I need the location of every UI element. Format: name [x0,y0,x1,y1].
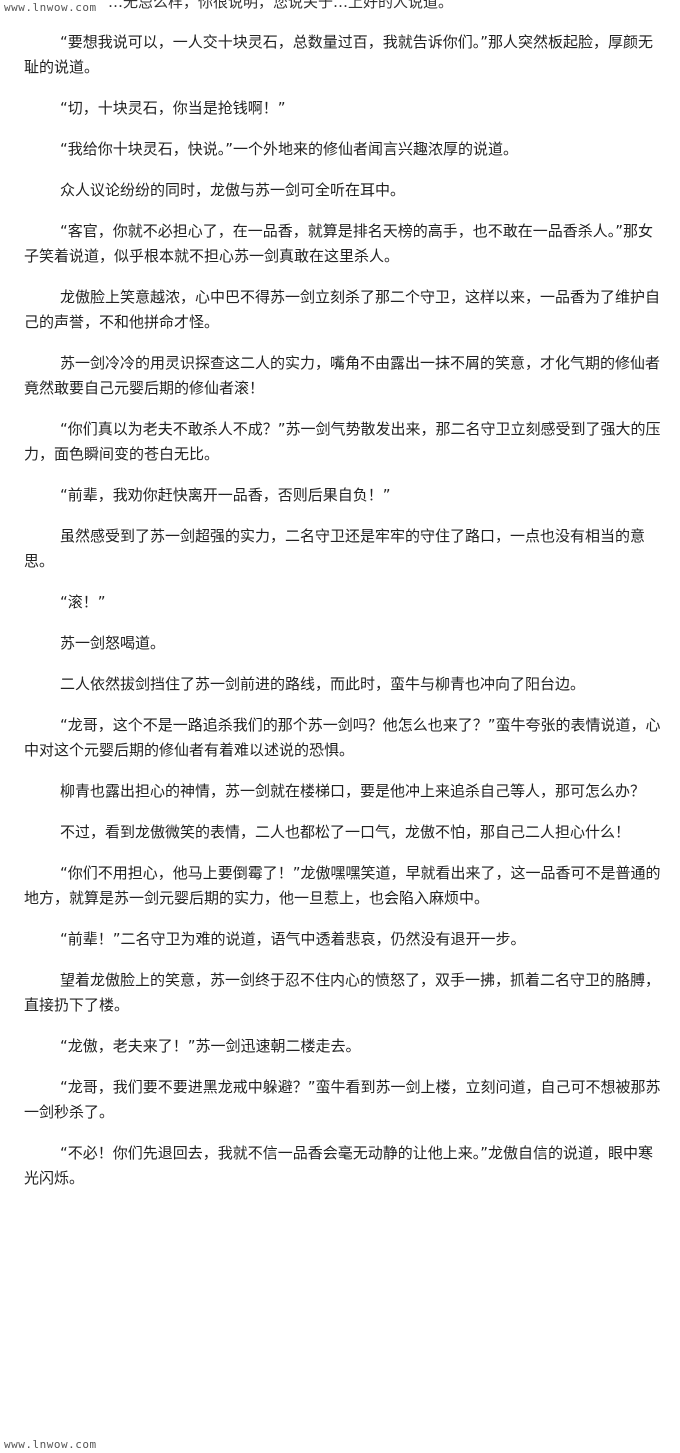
paragraph: “龙哥，这个不是一路追杀我们的那个苏一剑吗？他怎么也来了？”蛮牛夸张的表情说道，… [24,716,661,759]
paragraph: 不过，看到龙傲微笑的表情，二人也都松了一口气，龙傲不怕，那自己二人担心什么！ [60,823,631,841]
paragraph: 望着龙傲脸上的笑意，苏一剑终于忍不住内心的愤怒了，双手一拂，抓着二名守卫的胳膊，… [24,971,661,1014]
paragraph: “要想我说可以，一人交十块灵石，总数量过百，我就告诉你们。”那人突然板起脸，厚颜… [24,33,654,76]
paragraph: “前辈，我劝你赶快离开一品香，否则后果自负！” [60,486,391,504]
paragraph: 苏一剑冷冷的用灵识探查这二人的实力，嘴角不由露出一抹不屑的笑意，才化气期的修仙者… [24,354,661,397]
paragraph: “切，十块灵石，你当是抢钱啊！” [60,99,286,117]
paragraph: “你们真以为老夫不敢杀人不成？”苏一剑气势散发出来，那二名守卫立刻感受到了强大的… [24,420,661,463]
paragraph: “不必！你们先退回去，我就不信一品香会毫无动静的让他上来。”龙傲自信的说道，眼中… [24,1144,654,1187]
paragraph: 二人依然拔剑挡住了苏一剑前进的路线，而此时，蛮牛与柳青也冲向了阳台边。 [60,675,586,693]
article-body: “要想我说可以，一人交十块灵石，总数量过百，我就告诉你们。”那人突然板起脸，厚颜… [0,30,680,1207]
paragraph: “我给你十块灵石，快说。”一个外地来的修仙者闻言兴趣浓厚的说道。 [60,140,519,158]
paragraph: 虽然感受到了苏一剑超强的实力，二名守卫还是牢牢的守住了路口，一点也没有相当的意思… [24,527,646,570]
paragraph: 柳青也露出担心的神情，苏一剑就在楼梯口，要是他冲上来追杀自己等人，那可怎么办？ [60,782,646,800]
paragraph: “你们不用担心，他马上要倒霉了！”龙傲嘿嘿笑道，早就看出来了，这一品香可不是普通… [24,864,661,907]
watermark-top: www.lnwow.com [4,1,97,14]
paragraph: “滚！” [60,593,106,611]
paragraph: “龙傲，老夫来了！”苏一剑迅速朝二楼走去。 [60,1037,361,1055]
paragraph: “前辈！”二名守卫为难的说道，语气中透着悲哀，仍然没有退开一步。 [60,930,526,948]
paragraph: “龙哥，我们要不要进黑龙戒中躲避？”蛮牛看到苏一剑上楼，立刻问道，自己可不想被那… [24,1078,661,1121]
paragraph: 众人议论纷纷的同时，龙傲与苏一剑可全听在耳中。 [60,181,406,199]
paragraph: “客官，你就不必担心了，在一品香，就算是排名天榜的高手，也不敢在一品香杀人。”那… [24,222,654,265]
paragraph: 龙傲脸上笑意越浓，心中巴不得苏一剑立刻杀了那二个守卫，这样以来，一品香为了维护自… [24,288,661,331]
cut-off-line: …无忌么样，你很说明，您说关于…上好的人说道。 [108,0,454,11]
paragraph: 苏一剑怒喝道。 [60,634,166,652]
watermark-bottom: www.lnwow.com [4,1438,97,1451]
